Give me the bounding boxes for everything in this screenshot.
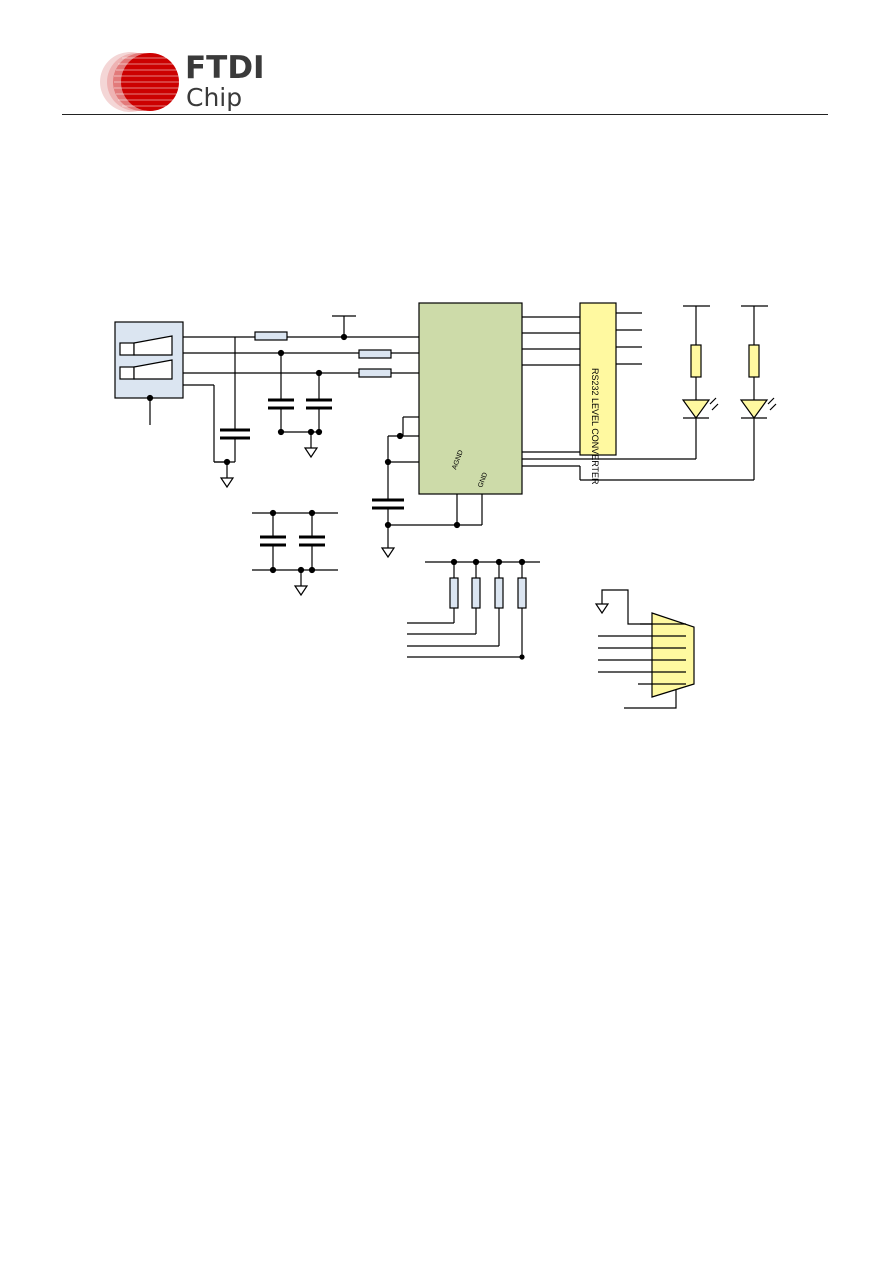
led2-resistor	[748, 344, 760, 378]
ftdi-ic	[418, 302, 523, 495]
led2	[739, 399, 769, 420]
led1	[681, 399, 711, 420]
pin-gnd-label: GND	[477, 472, 489, 489]
resistor-r2	[358, 349, 392, 359]
resistor-r1	[254, 331, 288, 341]
resistor-r3	[358, 368, 392, 378]
usb-connector	[114, 321, 184, 425]
logo-text-chip: Chip	[186, 83, 243, 112]
ftdi-logo	[88, 50, 258, 114]
led1-resistor	[690, 344, 702, 378]
rs232-level-converter	[579, 302, 617, 456]
header-divider	[62, 114, 828, 115]
db9-connector	[651, 612, 695, 698]
ftdi-logo-mark	[100, 52, 180, 112]
rs232-converter-label: RS232 LEVEL CONVERTER	[590, 368, 600, 485]
logo-text-ftdi: FTDI	[185, 50, 265, 86]
